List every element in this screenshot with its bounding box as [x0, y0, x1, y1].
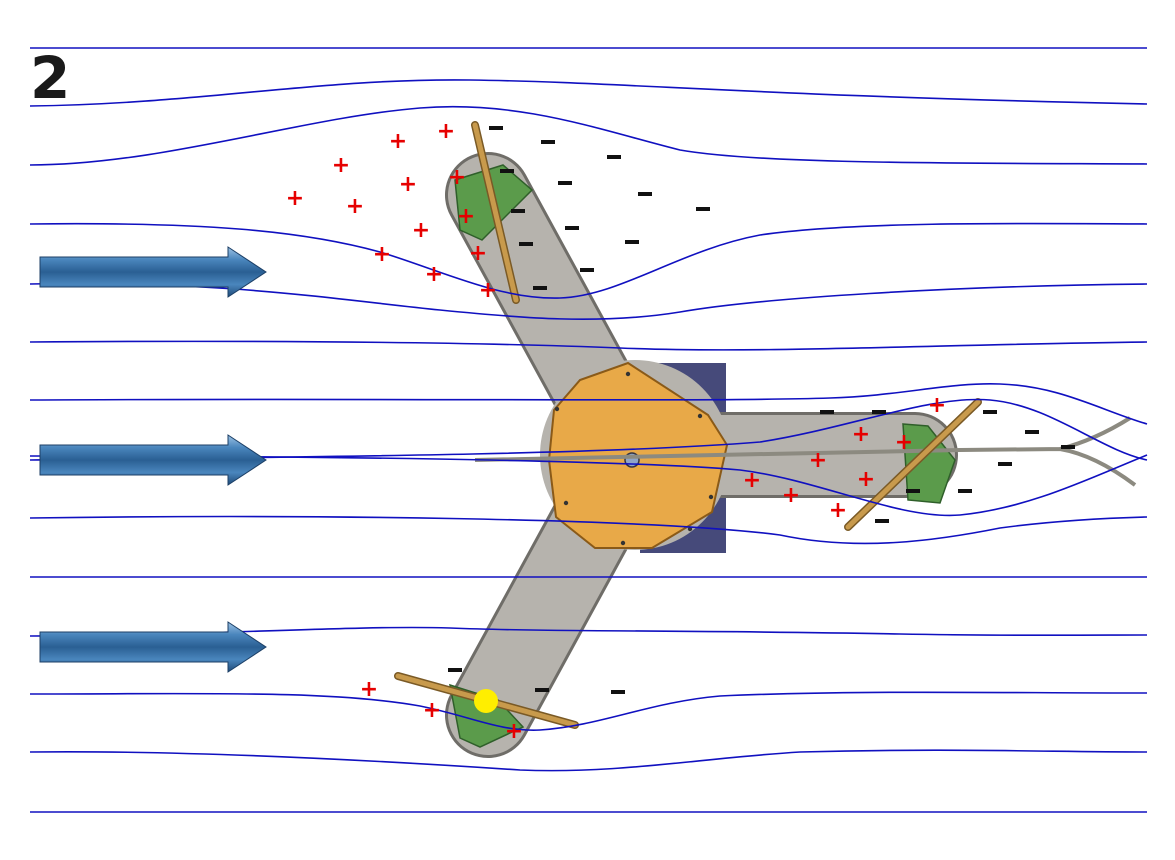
minus-charge-icon [535, 688, 549, 692]
plus-charge-icon: + [373, 242, 391, 267]
minus-charge-icon [1025, 430, 1039, 434]
minus-charge-icon [1061, 445, 1075, 449]
plus-charge-icon: + [505, 719, 523, 744]
minus-charge-icon [958, 489, 972, 493]
streamline [29, 749, 1148, 772]
flow-arrow-icon [39, 246, 267, 298]
streamline [29, 515, 1148, 545]
minus-charge-icon [820, 410, 834, 414]
plus-charge-icon: + [469, 241, 487, 266]
flow-arrow-icon [39, 434, 267, 486]
rotor [394, 121, 1137, 758]
plus-charge-icon: + [782, 483, 800, 508]
streamlines [29, 47, 1148, 813]
flow-arrow-icon [39, 621, 267, 673]
minus-charge-icon [906, 489, 920, 493]
plus-charge-icon: + [346, 194, 364, 219]
minus-charge-icon [607, 155, 621, 159]
positive-charges: ++++++++++++++++++++++++ [286, 119, 946, 744]
plus-charge-icon: + [448, 165, 466, 190]
plus-charge-icon: + [423, 698, 441, 723]
minus-charge-icon [558, 181, 572, 185]
streamline [29, 222, 1148, 299]
minus-charge-icon [625, 240, 639, 244]
plus-charge-icon: + [437, 119, 455, 144]
plus-charge-icon: + [286, 186, 304, 211]
plus-charge-icon: + [412, 218, 430, 243]
mount-plate-right [902, 423, 956, 504]
minus-charge-icon [541, 140, 555, 144]
streamline [29, 340, 1148, 351]
minus-charge-icon [533, 286, 547, 290]
minus-charge-icon [611, 690, 625, 694]
panel-number: 2 [30, 44, 70, 112]
minus-charge-icon [580, 268, 594, 272]
streamline [29, 626, 1148, 637]
plus-charge-icon: + [360, 677, 378, 702]
blades [394, 121, 982, 729]
minus-charge-icon [696, 207, 710, 211]
negative-charges [448, 126, 1075, 694]
marker-dot [474, 689, 498, 713]
minus-charge-icon [565, 226, 579, 230]
plus-charge-icon: + [928, 393, 946, 418]
streamline [29, 383, 1148, 425]
minus-charge-icon [872, 410, 886, 414]
plus-charge-icon: + [332, 153, 350, 178]
minus-charge-icon [998, 462, 1012, 466]
minus-charge-icon [519, 242, 533, 246]
minus-charge-icon [983, 410, 997, 414]
plus-charge-icon: + [457, 204, 475, 229]
streamline [29, 79, 1148, 107]
plus-charge-icon: + [895, 430, 913, 455]
minus-charge-icon [448, 668, 462, 672]
flow-arrows [39, 246, 267, 673]
plus-charge-icon: + [479, 278, 497, 303]
streamline [29, 282, 1148, 320]
minus-charge-icon [638, 192, 652, 196]
plus-charge-icon: + [829, 498, 847, 523]
streamline [29, 691, 1148, 731]
hub-bolts [554, 371, 714, 546]
plus-charge-icon: + [857, 467, 875, 492]
plus-charge-icon: + [852, 422, 870, 447]
streamline [29, 105, 1148, 166]
plus-charge-icon: + [809, 448, 827, 473]
plus-charge-icon: + [425, 262, 443, 287]
plus-charge-icon: + [399, 172, 417, 197]
minus-charge-icon [500, 169, 514, 173]
minus-charge-icon [511, 209, 525, 213]
plus-charge-icon: + [389, 129, 407, 154]
minus-charge-icon [489, 126, 503, 130]
streamline [29, 454, 1148, 517]
plus-charge-icon: + [743, 468, 761, 493]
minus-charge-icon [875, 519, 889, 523]
tether-line [474, 416, 1137, 487]
